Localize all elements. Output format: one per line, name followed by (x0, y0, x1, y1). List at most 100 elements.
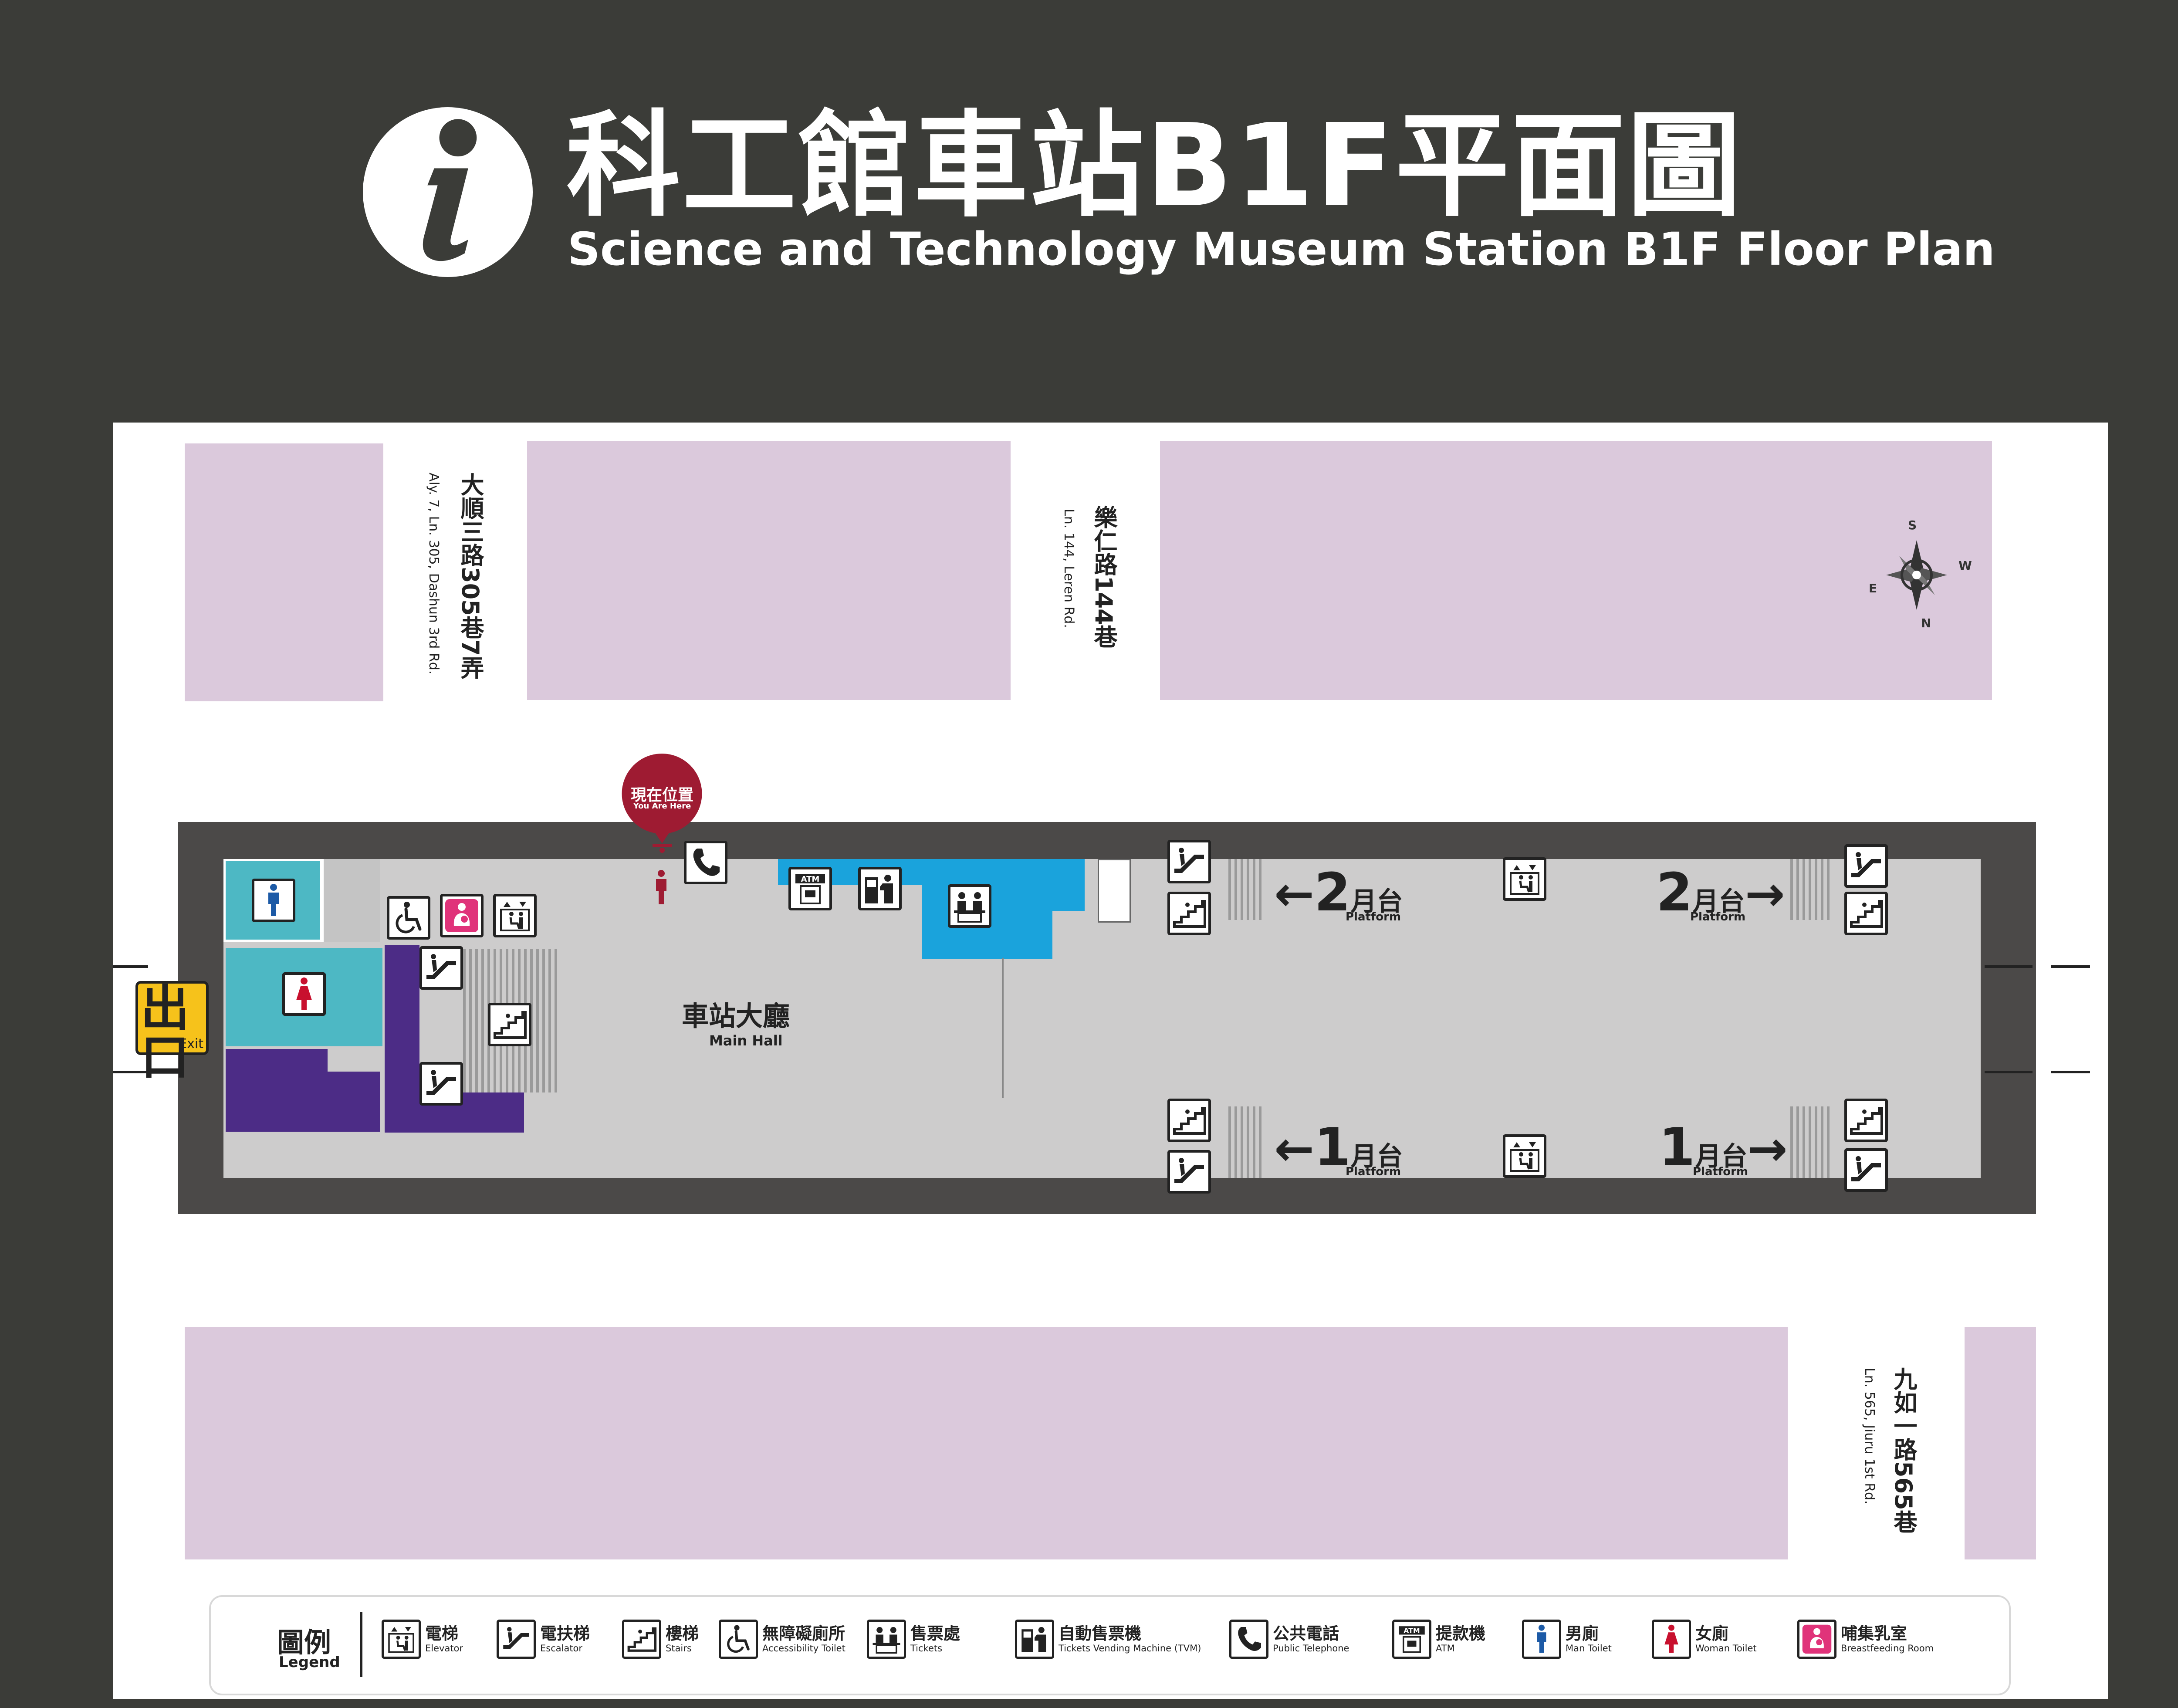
street-zh: 大順三路305巷7弄 (457, 473, 484, 680)
escalator-icon[interactable] (1844, 1148, 1888, 1192)
street-label-leren: 樂仁路144巷 (1086, 505, 1121, 649)
platform-1-left[interactable]: ←1月台 Platform (1274, 1122, 1403, 1178)
street-en: Aly. 7, Ln. 305, Dashun 3rd Rd. (426, 473, 441, 675)
legend-zh: 提款機 (1436, 1624, 1486, 1644)
legend-zh: 男廁 (1566, 1624, 1599, 1644)
street-zh: 樂仁路144巷 (1090, 505, 1117, 649)
wheelchair-icon (719, 1620, 758, 1659)
stairs-icon (622, 1620, 661, 1659)
stairs-icon[interactable] (1844, 1099, 1888, 1142)
legend-en: Breastfeeding Room (1841, 1643, 1934, 1654)
legend-en: Man Toilet (1566, 1643, 1612, 1654)
platform-zh: 月台 (1350, 886, 1403, 917)
stairs-icon[interactable] (1167, 1099, 1211, 1142)
staff-area (385, 945, 419, 1133)
building-block (185, 1327, 1788, 1559)
fare-gate-line (1002, 958, 1021, 1098)
platform-en: Platform (1693, 1165, 1748, 1178)
platform-2-right[interactable]: 2月台→ Platform (1656, 867, 1785, 923)
woman-toilet-icon (1652, 1620, 1691, 1659)
compass-rose-icon: S N E W (1860, 514, 1973, 636)
wheelchair-icon[interactable] (387, 896, 430, 940)
telephone-icon (1229, 1620, 1268, 1659)
man-toilet-icon[interactable] (252, 879, 295, 922)
tvm-icon (1015, 1620, 1054, 1659)
tvm-icon[interactable] (858, 867, 902, 910)
street-label-dashun: 大順三路305巷7弄 (453, 473, 487, 679)
street-zh: 九如一路565巷 (1890, 1367, 1917, 1534)
escalator-icon[interactable] (419, 946, 463, 990)
breastfeeding-icon (1797, 1620, 1836, 1659)
legend-en: Elevator (425, 1643, 463, 1654)
staff-area (226, 1049, 328, 1132)
legend-title-zh: 圖例 (277, 1627, 331, 1658)
arrow-right-icon: → (1745, 866, 1785, 922)
platform-number: 2 (1656, 862, 1693, 923)
landing (1098, 859, 1131, 923)
stairs-icon[interactable] (488, 1003, 531, 1046)
escalator-steps (1228, 859, 1263, 920)
escalator-icon[interactable] (1167, 840, 1211, 883)
exit-line (2051, 965, 2090, 968)
compass-w: W (1958, 558, 1972, 573)
building-block (1965, 1327, 2036, 1559)
telephone-icon[interactable] (684, 841, 727, 884)
legend-en: Public Telephone (1273, 1643, 1349, 1654)
arrow-right-icon: → (1747, 1121, 1788, 1177)
escalator-icon[interactable] (419, 1062, 463, 1106)
platform-number: 1 (1659, 1117, 1695, 1178)
arrow-left-icon: ← (1274, 866, 1315, 922)
main-hall-label-en: Main Hall (709, 1032, 783, 1049)
utility-room (324, 859, 380, 942)
elevator-icon[interactable] (493, 894, 537, 937)
elevator-icon (382, 1620, 421, 1659)
legend-zh: 售票處 (910, 1624, 960, 1644)
building-block (527, 441, 1011, 700)
service-area (1015, 859, 1085, 911)
exit-line (1985, 1071, 2033, 1073)
title-en: Science and Technology Museum Station B1… (568, 223, 1995, 276)
ticket-office-icon[interactable] (948, 884, 991, 928)
title-zh: 科工館車站B1F平面圖 (566, 99, 1743, 232)
exit-sign[interactable]: 出口 Exit (135, 981, 209, 1082)
elevator-icon[interactable] (1503, 1134, 1546, 1178)
stairs-icon[interactable] (1167, 892, 1211, 935)
you-are-here-marker: 現在位置 You Are Here (619, 752, 706, 861)
escalator-steps (1790, 859, 1830, 920)
stairs-icon[interactable] (1844, 892, 1888, 935)
platform-number: 1 (1314, 1117, 1351, 1178)
platform-zh: 月台 (1692, 886, 1745, 917)
platform-2-left[interactable]: ←2月台 Platform (1274, 867, 1403, 923)
street-label-leren-en: Ln. 144, Leren Rd. (1058, 509, 1080, 628)
platform-en: Platform (1346, 910, 1401, 923)
woman-toilet-icon[interactable] (282, 972, 326, 1016)
platform-zh: 月台 (1695, 1141, 1748, 1172)
street-en: Ln. 144, Leren Rd. (1061, 509, 1076, 628)
escalator-steps (1228, 1106, 1263, 1178)
elevator-icon[interactable] (1503, 857, 1546, 901)
escalator-icon[interactable] (1844, 844, 1888, 888)
street-label-dashun-en: Aly. 7, Ln. 305, Dashun 3rd Rd. (423, 473, 445, 674)
escalator-icon[interactable] (1167, 1150, 1211, 1194)
exit-sign-en: Exit (179, 1036, 203, 1052)
escalator-icon (497, 1620, 536, 1659)
platform-zh: 月台 (1350, 1141, 1403, 1172)
atm-icon (1392, 1620, 1431, 1659)
breastfeeding-icon[interactable] (440, 894, 484, 937)
ticket-office-icon (867, 1620, 906, 1659)
atm-icon[interactable] (788, 867, 832, 910)
legend-zh: 公共電話 (1273, 1624, 1339, 1644)
legend-zh: 樓梯 (666, 1624, 699, 1644)
platform-1-right[interactable]: 1月台→ Platform (1659, 1121, 1788, 1178)
building-block (1160, 441, 1992, 700)
legend-en: ATM (1436, 1643, 1455, 1654)
street-en: Ln. 565, Jiuru 1st Rd. (1862, 1368, 1877, 1505)
